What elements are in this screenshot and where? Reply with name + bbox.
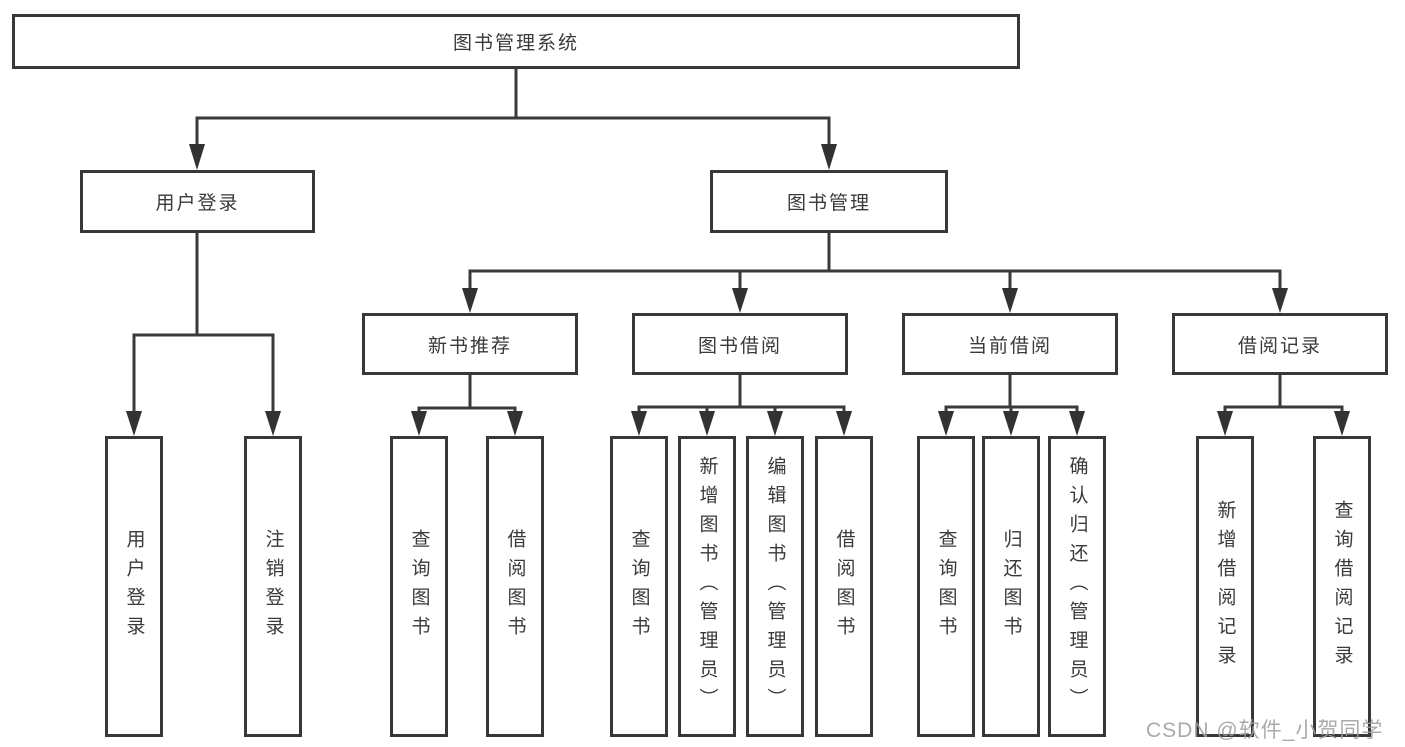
leaf-borrow-books-1: 借阅图书	[486, 436, 544, 737]
leaf-borrow-books-2: 借阅图书	[815, 436, 873, 737]
leaf-query-borrow-record: 查询借阅记录	[1313, 436, 1371, 737]
leaf-confirm-return-admin: 确认归还（管理员）	[1048, 436, 1106, 737]
leaf-edit-books-admin-label: 编辑图书（管理员）	[764, 456, 786, 717]
leaf-logout-label: 注销登录	[262, 528, 284, 645]
node-new-book-recommendation: 新书推荐	[362, 313, 578, 375]
node-current-borrowing: 当前借阅	[902, 313, 1118, 375]
node-new-book-recommendation-label: 新书推荐	[427, 335, 512, 357]
leaf-borrow-books-2-label: 借阅图书	[833, 528, 855, 645]
node-borrowing-records-label: 借阅记录	[1237, 335, 1322, 357]
leaf-borrow-books-1-label: 借阅图书	[504, 528, 526, 645]
node-user-login-module: 用户登录	[80, 170, 315, 233]
node-book-management-module: 图书管理	[710, 170, 948, 233]
leaf-return-books: 归还图书	[982, 436, 1040, 737]
leaf-user-login: 用户登录	[105, 436, 163, 737]
leaf-confirm-return-admin-label: 确认归还（管理员）	[1066, 456, 1088, 717]
node-book-borrowing: 图书借阅	[632, 313, 848, 375]
leaf-query-books-3: 查询图书	[917, 436, 975, 737]
leaf-add-books-admin: 新增图书（管理员）	[678, 436, 736, 737]
leaf-query-books-3-label: 查询图书	[935, 528, 957, 645]
csdn-watermark: CSDN @软件_小贺同学	[1146, 719, 1384, 742]
leaf-edit-books-admin: 编辑图书（管理员）	[746, 436, 804, 737]
node-borrowing-records: 借阅记录	[1172, 313, 1388, 375]
node-library-system-label: 图书管理系统	[452, 33, 579, 54]
leaf-query-books-2: 查询图书	[610, 436, 668, 737]
leaf-query-books-1: 查询图书	[390, 436, 448, 737]
node-book-borrowing-label: 图书借阅	[697, 335, 782, 357]
leaf-user-login-label: 用户登录	[123, 528, 145, 645]
node-book-management-module-label: 图书管理	[786, 193, 871, 214]
leaf-return-books-label: 归还图书	[1000, 528, 1022, 645]
leaf-add-borrow-record: 新增借阅记录	[1196, 436, 1254, 737]
leaf-logout: 注销登录	[244, 436, 302, 737]
node-current-borrowing-label: 当前借阅	[967, 335, 1052, 357]
leaf-add-books-admin-label: 新增图书（管理员）	[696, 456, 718, 717]
node-library-system: 图书管理系统	[12, 14, 1020, 69]
leaf-query-books-2-label: 查询图书	[628, 528, 650, 645]
leaf-query-books-1-label: 查询图书	[408, 528, 430, 645]
leaf-query-borrow-record-label: 查询借阅记录	[1331, 499, 1353, 674]
leaf-add-borrow-record-label: 新增借阅记录	[1214, 499, 1236, 674]
node-user-login-module-label: 用户登录	[155, 193, 240, 214]
